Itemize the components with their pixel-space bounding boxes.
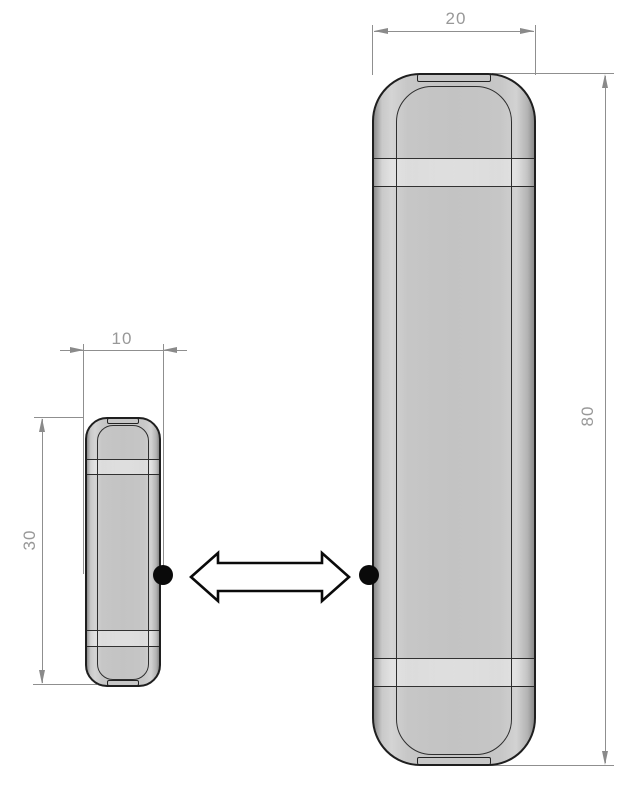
dim-10-arrow-right-inward — [163, 347, 177, 353]
dim-20-label: 20 — [436, 10, 476, 28]
large-sensor-bottom-seam-band — [374, 658, 534, 687]
dim-10-arrow-left-inward — [70, 347, 84, 353]
dim-20-arrow-left — [374, 28, 388, 34]
dim-80-arrow-down — [601, 751, 608, 765]
dim-80-extension-top — [492, 73, 614, 75]
dim-80-line — [605, 76, 607, 763]
small-sensor-body — [85, 417, 161, 687]
dim-80-label: 80 — [578, 396, 597, 436]
large-sensor-top-seam-band — [374, 158, 534, 187]
small-sensor-top-tab — [107, 419, 139, 424]
dim-10-line — [60, 350, 187, 352]
scale-arrow-icon — [189, 550, 351, 604]
small-sensor-bottom-seam-band — [87, 630, 159, 647]
dim-10-extension-left — [83, 344, 85, 574]
dim-10-extension-right — [163, 344, 165, 574]
dim-80-arrow-up — [601, 74, 608, 88]
large-sensor-front-face — [396, 86, 512, 755]
dim-20-extension-left — [372, 25, 374, 75]
large-sensor-bottom-tab — [417, 757, 491, 764]
small-sensor-top-seam-band — [87, 459, 159, 475]
large-sensor-body — [372, 73, 536, 766]
marker-dot-large-sensor — [359, 565, 379, 585]
dim-10-label: 10 — [102, 330, 142, 348]
dim-80-extension-bottom — [420, 765, 614, 767]
dim-20-arrow-right — [520, 28, 534, 34]
large-sensor-top-tab — [417, 75, 491, 82]
dim-30-extension-top — [34, 417, 84, 419]
marker-dot-small-sensor — [153, 565, 173, 585]
dim-20-line — [374, 31, 534, 33]
small-sensor-bottom-tab — [107, 680, 139, 685]
dim-30-extension-bottom — [33, 684, 97, 686]
dim-30-arrow-up — [38, 418, 45, 432]
dim-30-arrow-down — [38, 670, 45, 684]
dim-30-line — [42, 419, 44, 683]
dim-30-label: 30 — [20, 520, 39, 560]
dim-20-extension-right — [535, 25, 537, 75]
small-sensor-front-face — [97, 425, 149, 680]
